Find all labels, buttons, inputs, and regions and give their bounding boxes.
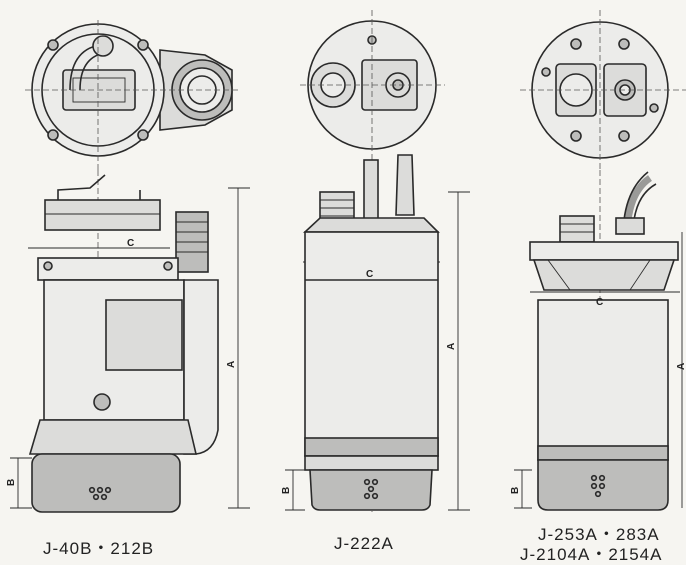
dim-label-c: C <box>596 297 603 308</box>
pump-j222a-side-view <box>285 154 470 512</box>
pump-j253a-top-view <box>520 10 686 170</box>
pump-j40b-top-view <box>25 20 240 170</box>
dim-label-a: A <box>446 343 457 350</box>
pump-j222a-top-view <box>300 10 445 160</box>
caption-j253a-line2: J-2104A・2154A <box>520 545 663 564</box>
dim-label-b: B <box>281 487 292 494</box>
caption-j40b: J-40B・212B <box>43 539 155 558</box>
dim-label-c: C <box>366 269 373 280</box>
pump-j40b-side-view <box>10 170 250 513</box>
dim-label-c: C <box>127 238 134 249</box>
caption-j253a-line1: J-253A・283A <box>538 525 660 544</box>
dim-label-a: A <box>676 363 686 370</box>
pump-j253a-side-view <box>514 170 683 512</box>
dim-label-b: B <box>510 487 521 494</box>
dim-label-b: B <box>6 479 17 486</box>
caption-j222a: J-222A <box>334 534 394 553</box>
dim-label-a: A <box>226 361 237 368</box>
